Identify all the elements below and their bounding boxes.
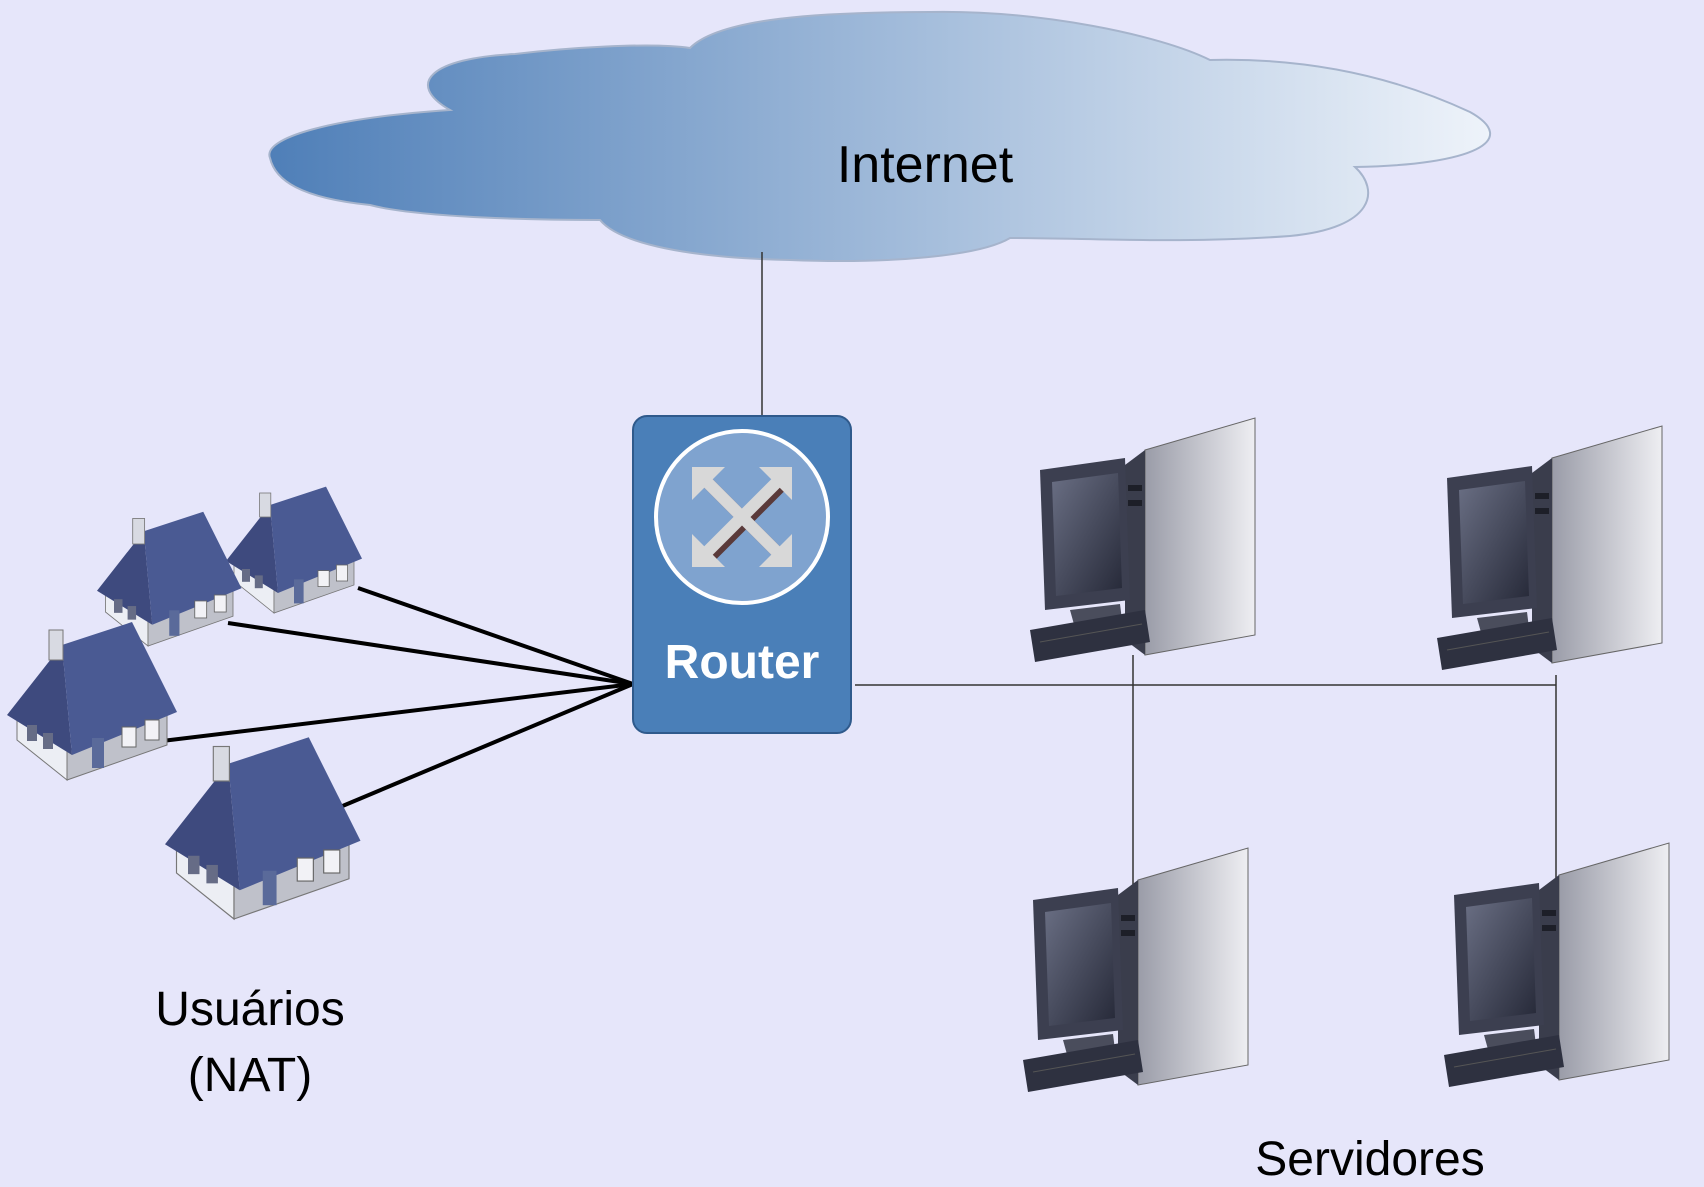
house-icon	[6, 621, 178, 781]
desktop-computer-icon	[1022, 847, 1249, 1093]
links	[161, 252, 1557, 905]
desktop-computer-icon	[1029, 417, 1256, 663]
house-icon	[96, 511, 242, 647]
desktop-computer-icon	[1443, 842, 1670, 1088]
house-link-4	[332, 682, 634, 812]
servers-label: Servidores	[1255, 1133, 1485, 1186]
house-icon	[225, 486, 363, 614]
house-link-3	[161, 682, 634, 743]
internet-label: Internet	[836, 136, 1014, 194]
users-sublabel: (NAT)	[187, 1049, 313, 1102]
servers	[1022, 417, 1670, 1093]
house-link-2	[227, 621, 634, 686]
desktop-computer-icon	[1436, 425, 1663, 671]
users-label: Usuários	[155, 983, 345, 1036]
internet-cloud	[268, 10, 1491, 262]
router-label: Router	[664, 636, 820, 689]
house-icon	[164, 736, 362, 920]
cloud-icon	[268, 10, 1491, 262]
router-icon	[654, 429, 830, 605]
house-link-1	[357, 586, 634, 686]
user-houses	[6, 486, 363, 920]
router	[632, 415, 852, 734]
